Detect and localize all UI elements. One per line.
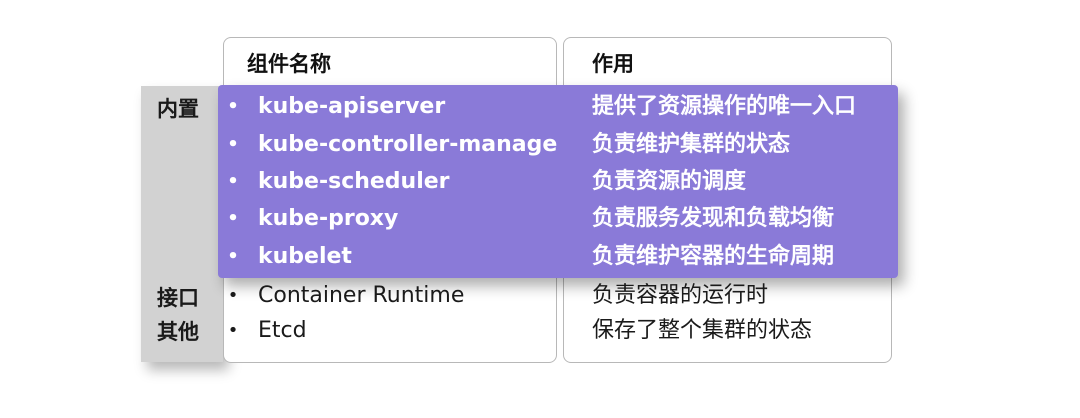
bullet-icon: • — [227, 246, 239, 267]
bullet-icon: • — [227, 285, 239, 306]
component-role: 负责维护容器的生命周期 — [592, 244, 835, 269]
component-role: 负责资源的调度 — [592, 169, 747, 194]
component-role: 负责容器的运行时 — [592, 283, 769, 308]
component-name: kube-controller-manage — [258, 132, 558, 157]
component-name: kube-scheduler — [258, 169, 450, 194]
component-name: Etcd — [258, 318, 307, 343]
group-label-interface: 接口 — [157, 286, 199, 310]
group-label-other: 其他 — [157, 320, 199, 344]
list-item: • Container Runtime — [226, 281, 556, 311]
list-item: • kubelet — [226, 242, 576, 272]
component-name: kube-apiserver — [258, 94, 446, 119]
group-sidebar — [141, 86, 223, 362]
component-name: kube-proxy — [258, 206, 399, 231]
list-item: • kube-scheduler — [226, 167, 576, 197]
list-item: • Etcd — [226, 316, 556, 346]
list-item: • kube-controller-manage — [226, 130, 576, 160]
list-item: • kube-apiserver — [226, 92, 576, 122]
list-item: • kube-proxy — [226, 204, 576, 234]
group-label-builtin: 内置 — [157, 97, 199, 121]
column-header-name: 组件名称 — [247, 52, 331, 76]
component-role: 保存了整个集群的状态 — [592, 318, 813, 343]
builtin-components-highlight: • kube-apiserver 提供了资源操作的唯一入口 • kube-con… — [218, 85, 898, 278]
component-role: 提供了资源操作的唯一入口 — [592, 94, 857, 119]
bullet-icon: • — [227, 208, 239, 229]
component-name: Container Runtime — [258, 283, 465, 308]
component-role: 负责服务发现和负载均衡 — [592, 206, 835, 231]
component-role: 负责维护集群的状态 — [592, 132, 791, 157]
column-header-role: 作用 — [592, 52, 634, 76]
bullet-icon: • — [227, 96, 239, 117]
component-name: kubelet — [258, 244, 352, 269]
bullet-icon: • — [227, 134, 239, 155]
bullet-icon: • — [227, 320, 239, 341]
bullet-icon: • — [227, 171, 239, 192]
